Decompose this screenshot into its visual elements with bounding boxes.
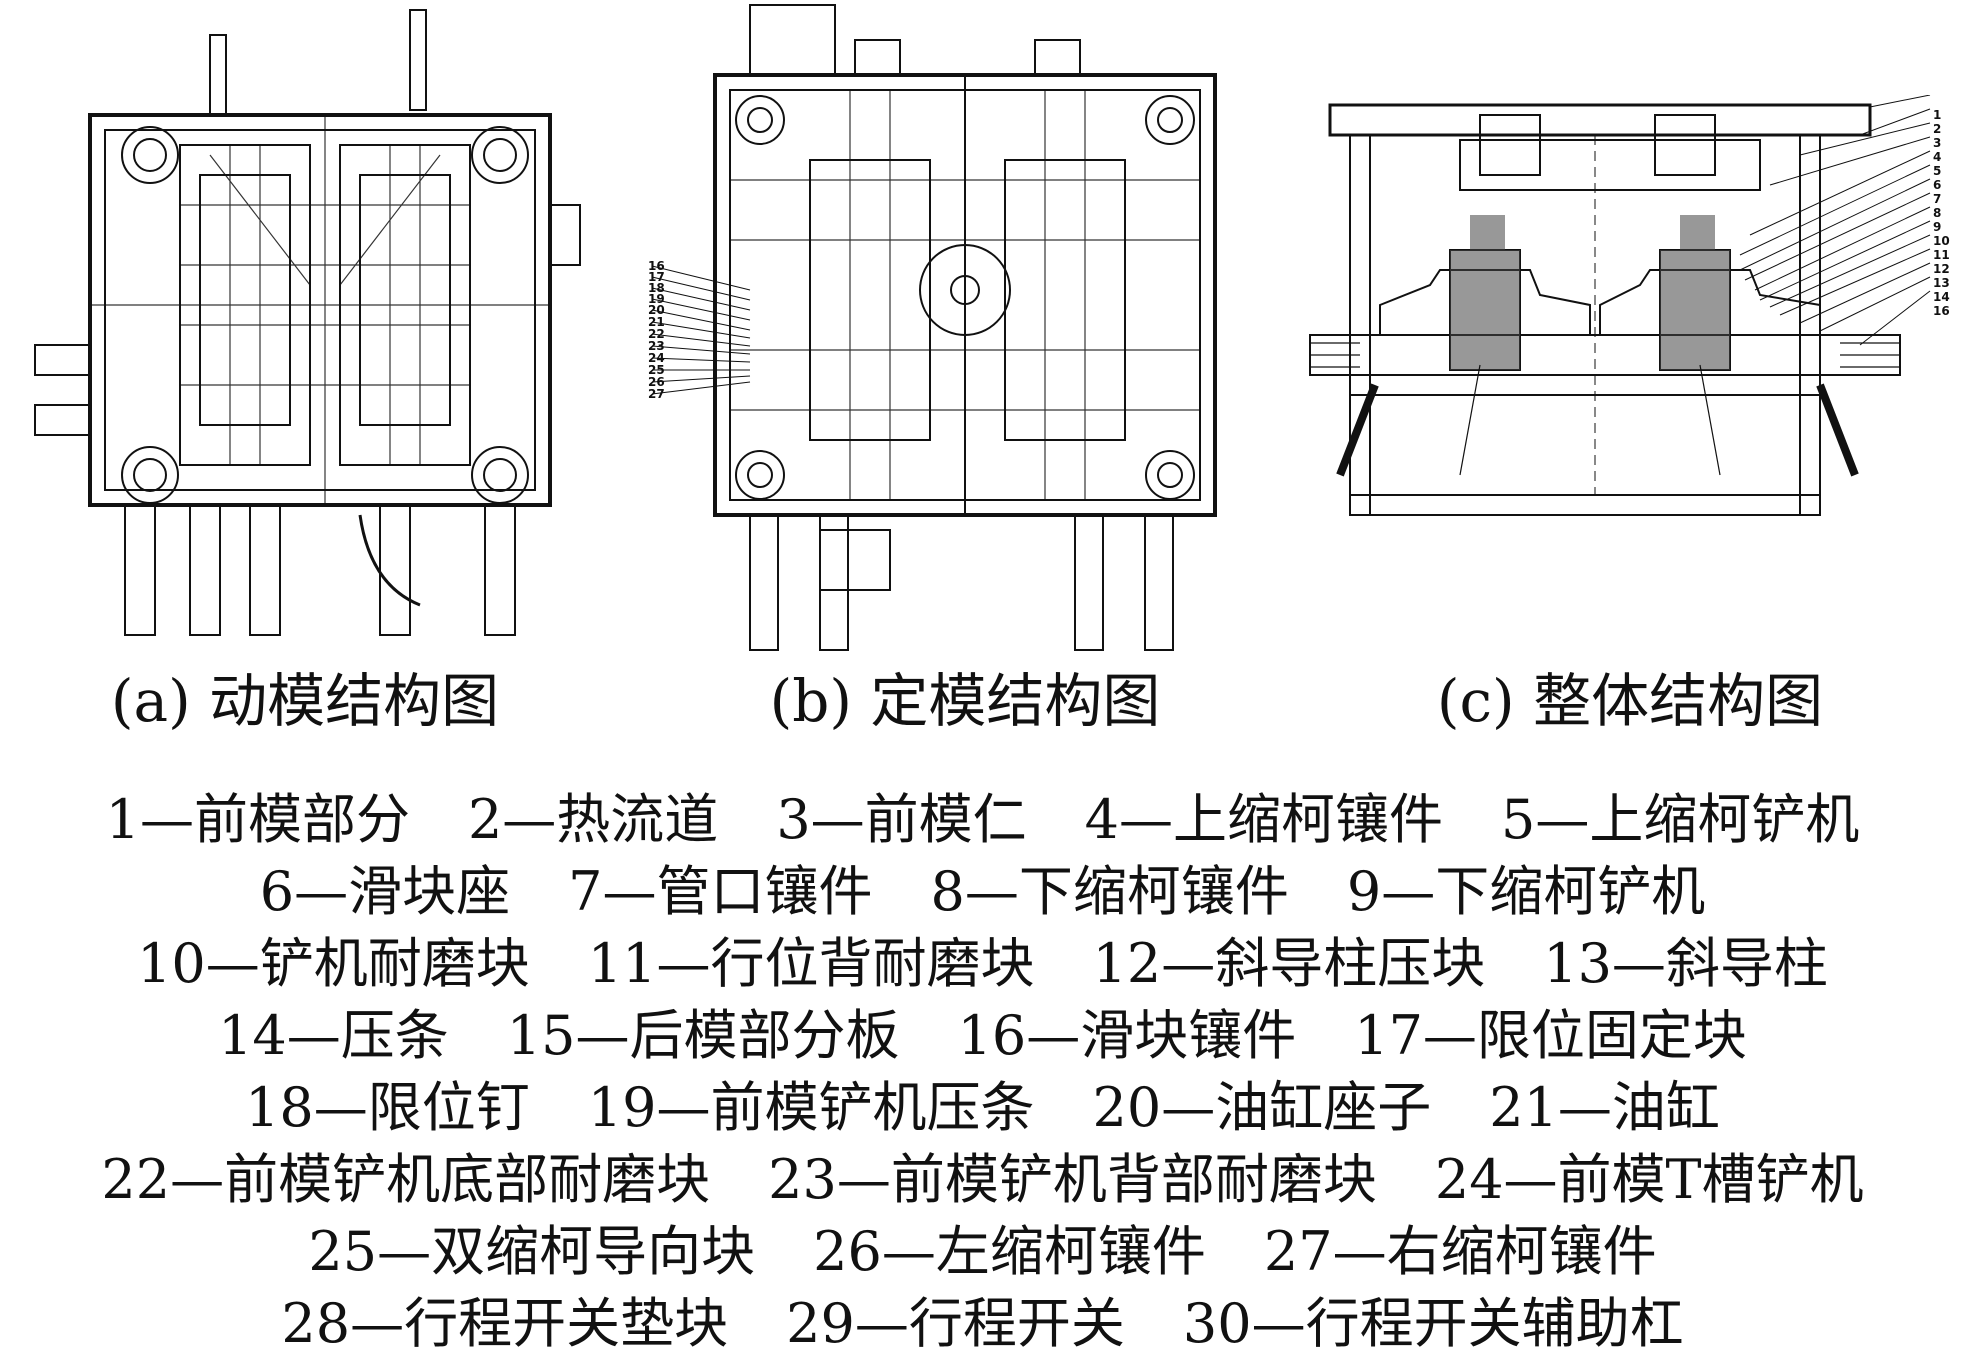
panel-a-movable-mold (30, 5, 600, 645)
legend-item: 24—前模T槽铲机 (1434, 1147, 1864, 1211)
legend-item: 6—滑块座 (259, 859, 511, 923)
legend-item: 29—行程开关 (786, 1291, 1125, 1355)
callout-b-27: 27 (648, 387, 665, 401)
legend-item: 25—双缩柯导向块 (308, 1219, 756, 1283)
callout-b-20: 20 (648, 303, 665, 317)
legend-item: 8—下缩柯镶件 (930, 859, 1289, 923)
legend-item: 22—前模铲机底部耐磨块 (101, 1147, 711, 1211)
legend-item: 15—后模部分板 (506, 1003, 900, 1067)
callout-b-24: 24 (648, 351, 665, 365)
legend-line-5: 18—限位钉 19—前模铲机压条 20—油缸座子 21—油缸 (0, 1066, 1965, 1139)
legend-line-6: 22—前模铲机底部耐磨块 23—前模铲机背部耐磨块 24—前模T槽铲机 (0, 1138, 1965, 1211)
callout-c-9: 9 (1933, 220, 1942, 234)
callout-c-6: 6 (1933, 178, 1942, 192)
callout-b-22: 22 (648, 327, 665, 341)
legend-item: 19—前模铲机压条 (587, 1075, 1035, 1139)
legend-line-1: 1—前模部分 2—热流道 3—前模仁 4—上缩柯镶件 5—上缩柯铲机 (0, 778, 1965, 851)
panel-b-fixed-mold (640, 0, 1230, 660)
legend-item: 14—压条 (218, 1003, 449, 1067)
legend-line-3: 10—铲机耐磨块 11—行位背耐磨块 12—斜导柱压块 13—斜导柱 (0, 922, 1965, 995)
callout-c-8: 8 (1933, 206, 1942, 220)
callout-c-16: 16 (1933, 304, 1950, 318)
caption-c: (c) 整体结构图 (1436, 667, 1824, 735)
panel-c-overall-structure (1300, 94, 1960, 565)
legend-item: 28—行程开关垫块 (281, 1291, 729, 1355)
legend-item: 9—下缩柯铲机 (1346, 859, 1706, 923)
callout-b-26: 26 (648, 375, 665, 389)
legend-item: 11—行位背耐磨块 (587, 931, 1035, 995)
callout-c-3: 3 (1933, 136, 1942, 150)
callout-c-12: 12 (1933, 262, 1950, 276)
legend-item: 5—上缩柯铲机 (1501, 787, 1860, 851)
movable-mold-drawing (34, 9, 581, 636)
callout-b-21: 21 (648, 315, 665, 329)
callout-c-4: 4 (1933, 150, 1942, 164)
parts-legend: 1—前模部分 2—热流道 3—前模仁 4—上缩柯镶件 5—上缩柯铲机 6—滑块座… (0, 778, 1965, 1355)
legend-item: 27—右缩柯镶件 (1263, 1219, 1657, 1283)
callout-b-16: 16 (648, 259, 665, 273)
callout-c-13: 13 (1933, 276, 1950, 290)
legend-item: 20—油缸座子 (1092, 1075, 1432, 1139)
legend-line-2: 6—滑块座 7—管口镶件 8—下缩柯镶件 9—下缩柯铲机 (0, 850, 1965, 923)
legend-item: 2—热流道 (467, 787, 719, 851)
callout-b-18: 18 (648, 281, 665, 295)
legend-item: 4—上缩柯镶件 (1084, 787, 1444, 851)
legend-item: 7—管口镶件 (568, 859, 873, 923)
callout-c-10: 10 (1933, 234, 1950, 248)
caption-b: (b) 定模结构图 (769, 667, 1161, 735)
callout-c-1: 1 (1933, 108, 1942, 122)
legend-item: 30—行程开关辅助杠 (1182, 1291, 1684, 1355)
legend-item: 17—限位固定块 (1354, 1003, 1747, 1067)
legend-line-4: 14—压条 15—后模部分板 16—滑块镶件 17—限位固定块 (0, 994, 1965, 1067)
legend-item: 16—滑块镶件 (957, 1003, 1297, 1067)
legend-item: 10—铲机耐磨块 (137, 931, 530, 995)
legend-item: 13—斜导柱 (1543, 931, 1828, 995)
callout-b-17: 17 (648, 270, 665, 284)
legend-line-7: 25—双缩柯导向块 26—左缩柯镶件 27—右缩柯镶件 (0, 1210, 1965, 1283)
callout-b-25: 25 (648, 363, 665, 377)
callout-c-2: 2 (1933, 122, 1942, 136)
callout-c-7: 7 (1933, 192, 1942, 206)
callout-b-19: 19 (648, 292, 665, 306)
caption-a: (a) 动模结构图 (110, 667, 500, 735)
legend-item: 23—前模铲机背部耐磨块 (768, 1147, 1377, 1211)
fixed-mold-drawing (651, 4, 1217, 651)
legend-item: 26—左缩柯镶件 (813, 1219, 1206, 1283)
callout-c-14: 14 (1933, 290, 1950, 304)
legend-item: 1—前模部分 (105, 787, 410, 851)
legend-line-8: 28—行程开关垫块 29—行程开关 30—行程开关辅助杠 (0, 1282, 1965, 1355)
legend-item: 18—限位钉 (245, 1075, 530, 1139)
callout-b-23: 23 (648, 339, 665, 353)
legend-item: 21—油缸 (1489, 1075, 1720, 1139)
callout-c-5: 5 (1933, 164, 1942, 178)
overall-structure-drawing (1309, 94, 1931, 516)
legend-item: 3—前模仁 (776, 787, 1027, 851)
legend-item: 12—斜导柱压块 (1092, 931, 1486, 995)
callout-c-11: 11 (1933, 248, 1950, 262)
